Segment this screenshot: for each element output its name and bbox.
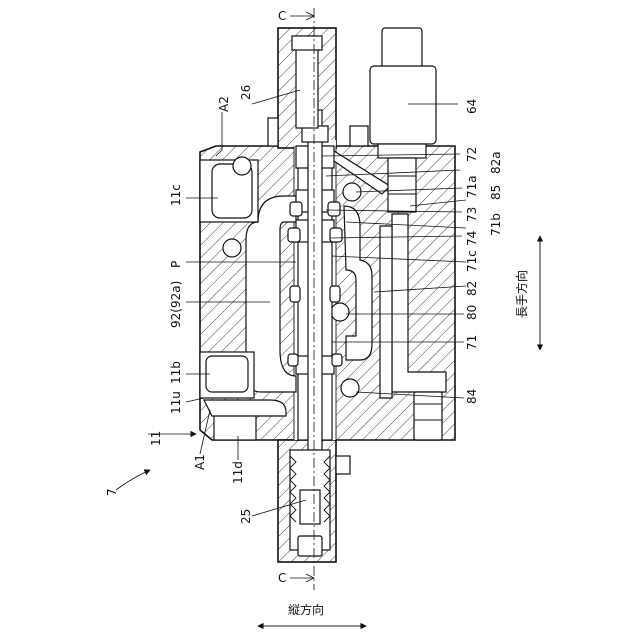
label-a2: A2 xyxy=(217,96,231,112)
label-80: 80 xyxy=(465,305,479,320)
label-71c: 71c xyxy=(465,250,479,272)
label-73: 73 xyxy=(465,207,479,222)
label-p: P xyxy=(169,261,183,268)
label-11d: 11d xyxy=(231,461,245,484)
label-74: 74 xyxy=(465,231,479,246)
label-71b: 71b xyxy=(489,213,503,236)
label-82: 82 xyxy=(465,281,479,296)
label-longitudinal-direction: 長手方向 xyxy=(514,270,529,318)
label-64: 64 xyxy=(465,99,479,114)
label-72: 72 xyxy=(465,147,479,162)
label-7: 7 xyxy=(105,488,119,496)
label-11: 11 xyxy=(149,431,163,446)
label-71: 71 xyxy=(465,335,479,350)
label-85: 85 xyxy=(489,185,503,200)
label-a1: A1 xyxy=(193,454,207,470)
bottom-fitting xyxy=(414,392,442,440)
label-vertical-direction: 縦方向 xyxy=(288,602,324,617)
label-c-bottom: C xyxy=(278,571,286,585)
label-71a: 71a xyxy=(465,175,479,198)
label-82a: 82a xyxy=(489,151,503,174)
label-26: 26 xyxy=(239,85,253,100)
label-11c: 11c xyxy=(169,184,183,206)
element-26-rod xyxy=(292,36,322,128)
label-25: 25 xyxy=(239,509,253,524)
label-11b: 11b xyxy=(169,361,183,384)
label-84: 84 xyxy=(465,389,479,404)
label-92: 92(92a) xyxy=(169,281,183,328)
label-c-top: C xyxy=(278,9,286,23)
label-11u: 11u xyxy=(169,391,183,414)
